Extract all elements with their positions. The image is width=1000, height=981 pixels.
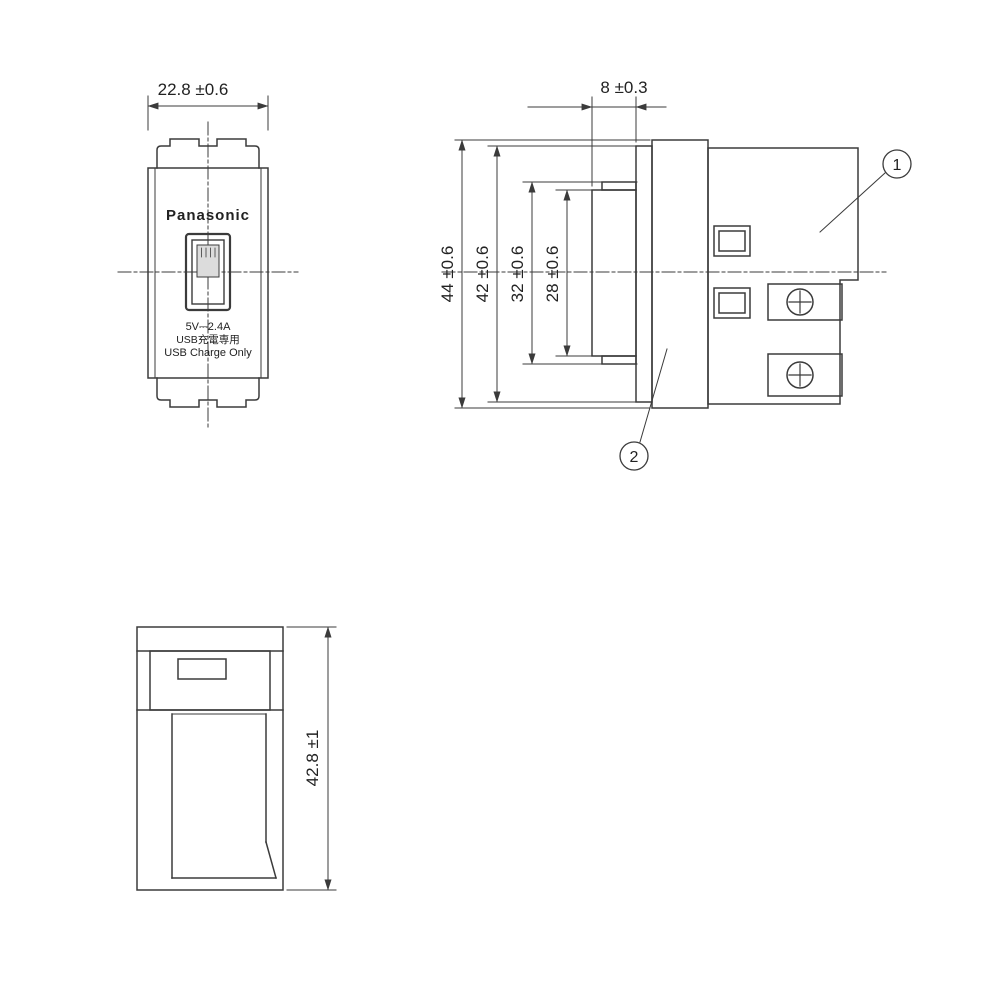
bottom-view: 42.8 ±1 bbox=[136, 626, 337, 891]
spec-japanese-label: USB充電専用 bbox=[176, 333, 240, 346]
spec-english-label: USB Charge Only bbox=[164, 347, 252, 359]
callout-1 bbox=[819, 149, 912, 233]
side-view: 8 ±0.3 44 ±0.6 42 ±0.6 32 ±0.6 28 ±0.6 1 bbox=[438, 78, 912, 471]
side-depth-dim-label: 8 ±0.3 bbox=[600, 78, 647, 97]
front-width-dim-label: 22.8 ±0.6 bbox=[158, 80, 229, 99]
front-view: 22.8 ±0.6 Panasonic 5V⎓2.4A USB充電専用 USB … bbox=[117, 80, 299, 429]
brand-logo: Panasonic bbox=[166, 207, 250, 224]
callout-2-label: 2 bbox=[630, 449, 639, 466]
bottom-view-outline bbox=[136, 626, 284, 891]
side-vertical-dimensions bbox=[454, 139, 651, 409]
spec-rating-label: 5V⎓2.4A bbox=[186, 321, 232, 333]
side-dim-28-label: 28 ±0.6 bbox=[543, 246, 562, 303]
front-view-module-outline bbox=[147, 138, 269, 408]
bottom-height-dimension bbox=[286, 626, 337, 891]
callout-1-label: 1 bbox=[893, 157, 902, 174]
side-dim-42-label: 42 ±0.6 bbox=[473, 246, 492, 303]
terminal-screw-upper bbox=[767, 283, 843, 321]
bottom-height-dim-label: 42.8 ±1 bbox=[303, 730, 322, 787]
side-dim-44-label: 44 ±0.6 bbox=[438, 246, 457, 303]
side-depth-dimension bbox=[527, 96, 667, 187]
front-width-dimension bbox=[147, 95, 269, 131]
usb-port bbox=[184, 232, 232, 312]
side-dim-32-label: 32 ±0.6 bbox=[508, 246, 527, 303]
terminal-screw-lower bbox=[767, 353, 843, 397]
side-view-body-cover bbox=[707, 147, 859, 405]
side-view-module-front bbox=[591, 139, 709, 409]
callout-2 bbox=[619, 348, 668, 471]
